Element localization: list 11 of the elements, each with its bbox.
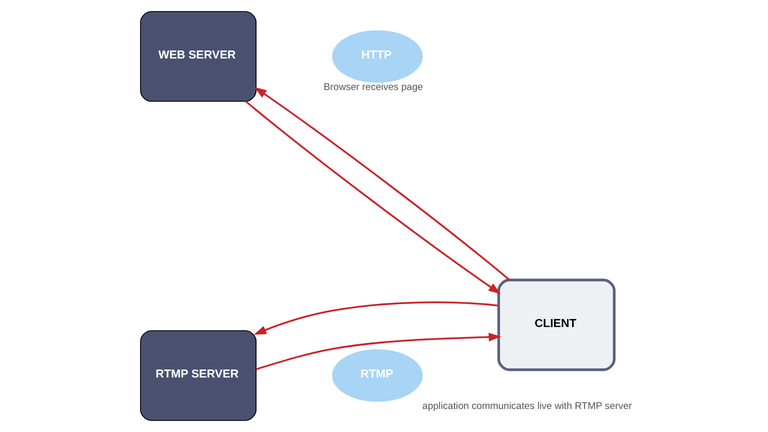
arrow <box>256 332 501 370</box>
node-label: Browser receives page <box>323 82 422 94</box>
arrow <box>253 301 498 335</box>
arrow <box>244 100 500 294</box>
node-label: application communicates live with RTMP server <box>422 401 632 412</box>
node-ellipse: RTMP <box>332 349 422 402</box>
node-box: CLIENT <box>496 278 616 372</box>
node-box: WEB SERVER <box>140 11 256 102</box>
node-ellipse: HTTP <box>332 30 422 83</box>
node-box: RTMP SERVER <box>140 330 256 421</box>
arrow <box>254 86 510 281</box>
